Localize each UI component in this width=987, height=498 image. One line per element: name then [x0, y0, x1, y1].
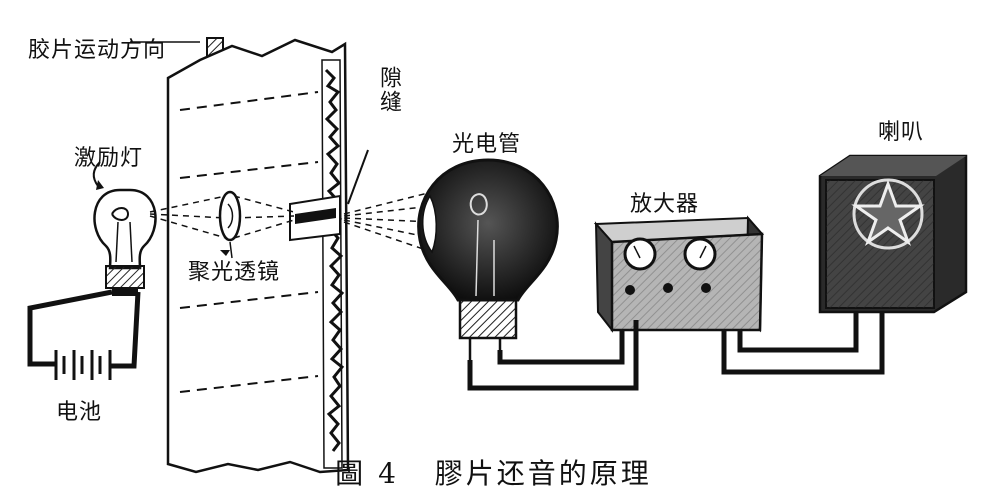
lens-pointer [220, 250, 230, 256]
film-strip [166, 38, 350, 474]
caption-title: 膠片还音的原理 [434, 457, 652, 490]
star-emblem-icon [851, 179, 925, 246]
battery [54, 350, 112, 380]
light-beam-1 [149, 195, 295, 239]
light-beam-2 [343, 191, 433, 253]
knob-icon [663, 283, 673, 293]
label-amplifier: 放大器 [630, 192, 700, 217]
figure-caption: 圖 4 膠片还音的原理 [0, 452, 987, 492]
label-battery: 电池 [56, 400, 103, 425]
caption-figure-number: 圖 4 [335, 457, 399, 490]
amplifier [593, 215, 765, 333]
label-film-direction: 胶片运动方向 [28, 38, 167, 63]
wires [27, 289, 885, 391]
condenser-lens [218, 190, 242, 259]
knob-icon [625, 285, 635, 295]
sound-track-waveform [324, 68, 345, 452]
meter-right-icon [683, 237, 717, 271]
label-exciter-lamp: 激励灯 [74, 146, 144, 171]
label-speaker: 喇叭 [878, 120, 925, 145]
slit-block [289, 149, 369, 242]
photocell [417, 158, 559, 362]
meter-left-icon [623, 237, 657, 271]
label-photocell: 光电管 [452, 132, 522, 157]
loudspeaker [818, 154, 968, 314]
label-lens: 聚光透镜 [188, 260, 281, 285]
label-slit: 隙缝 [376, 66, 401, 114]
exciter-lamp [92, 161, 157, 296]
knob-icon [701, 283, 711, 293]
